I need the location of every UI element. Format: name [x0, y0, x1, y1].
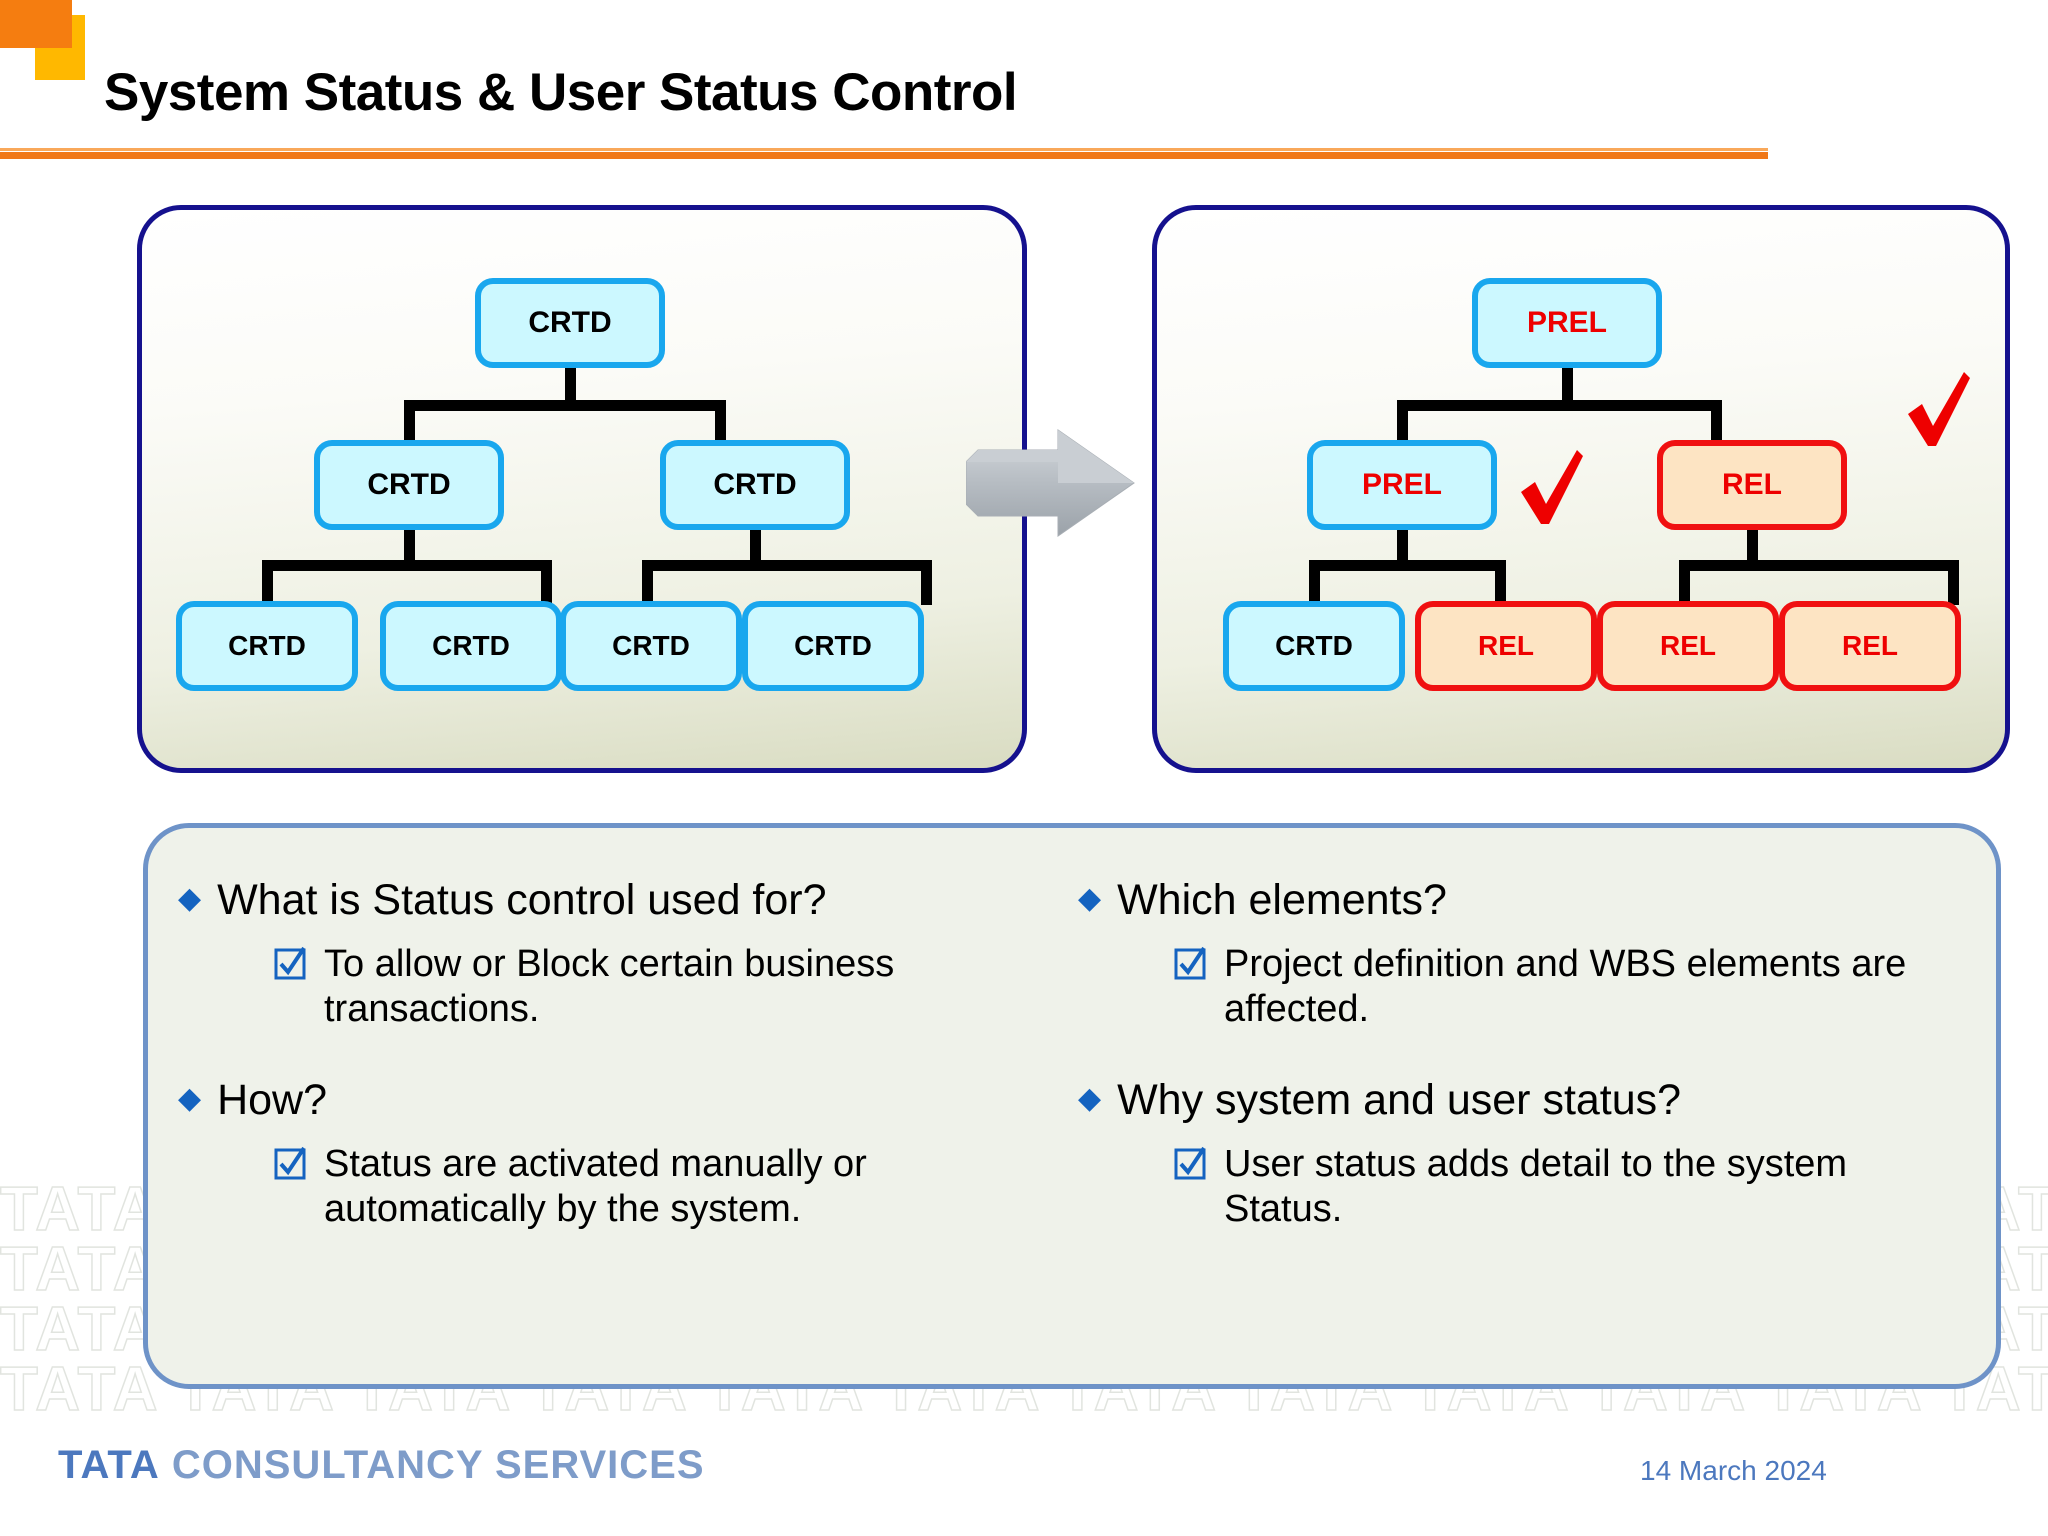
bullet-subitem: Project definition and WBS elements are …: [1174, 942, 1958, 1032]
bullet-heading-text: What is Status control used for?: [217, 876, 827, 924]
bullet-subitem-text: Project definition and WBS elements are …: [1224, 943, 1907, 1030]
content-block: ◆ How? Status are activated manually or …: [178, 1076, 1058, 1232]
bullet-subitem-text: To allow or Block certain business trans…: [324, 943, 895, 1030]
node-crtd-branch2[interactable]: CRTD: [660, 440, 850, 530]
connector-branch1-drop: [1397, 400, 1408, 444]
connector-root-stem: [1562, 368, 1573, 408]
connector-b1-child1-drop: [1309, 560, 1320, 605]
content-block: ◆ Which elements? Project definition and…: [1078, 876, 1958, 1032]
connector-b1-child2-drop: [541, 560, 552, 605]
content-block: ◆ Why system and user status? User statu…: [1078, 1076, 1958, 1232]
node-rel-leaf2[interactable]: REL: [1415, 601, 1597, 691]
node-crtd-leaf2[interactable]: CRTD: [380, 601, 562, 691]
bullet-subitem: User status adds detail to the system St…: [1174, 1142, 1958, 1232]
bullet-subitem: Status are activated manually or automat…: [274, 1142, 1058, 1232]
checkbox-check-icon: [274, 946, 308, 991]
node-crtd-leaf3[interactable]: CRTD: [560, 601, 742, 691]
connector-b1-bus: [262, 560, 552, 571]
connector-b1-stem: [1397, 530, 1408, 566]
connector-b2-child2-drop: [1948, 560, 1959, 605]
bullet-heading: ◆ Why system and user status?: [1078, 1076, 1958, 1124]
bullet-subitem-text: User status adds detail to the system St…: [1224, 1142, 1848, 1230]
node-crtd-branch1[interactable]: CRTD: [314, 440, 504, 530]
connector-b2-stem: [750, 530, 761, 566]
connector-b2-child1-drop: [1679, 560, 1690, 605]
connector-b2-bus: [1679, 560, 1959, 571]
connector-b1-child1-drop: [262, 560, 273, 605]
node-crtd-leaf1[interactable]: CRTD: [1223, 601, 1405, 691]
diamond-bullet-icon: ◆: [178, 882, 202, 915]
node-prel-root[interactable]: PREL: [1472, 278, 1662, 368]
title-underline-light: [0, 148, 1768, 151]
diagram-panel-before: CRTD CRTD CRTD CRTD CRTD CRTD CRTD: [137, 205, 1027, 773]
connector-root-stem: [565, 368, 576, 408]
tcs-logo-consultancy-services: CONSULTANCY SERVICES: [171, 1443, 705, 1487]
connector-b1-stem: [404, 530, 415, 566]
checkbox-check-icon: [1174, 946, 1208, 991]
corner-orange-square-decoration: [0, 0, 72, 48]
connector-branch2-drop: [715, 400, 726, 444]
right-block-arrow-icon: [965, 428, 1136, 538]
bullet-heading: ◆ How?: [178, 1076, 1058, 1124]
node-prel-branch1[interactable]: PREL: [1307, 440, 1497, 530]
page-title: System Status & User Status Control: [104, 63, 1018, 122]
tcs-logo-tata: TATA: [58, 1443, 160, 1487]
bullet-heading: ◆ What is Status control used for?: [178, 876, 1058, 924]
red-check-icon-rel-branch: [1902, 370, 1974, 457]
bullet-subitem-text: Status are activated manually or automat…: [324, 1142, 867, 1230]
connector-b1-child2-drop: [1495, 560, 1506, 605]
connector-root-bus: [1397, 400, 1722, 411]
bullet-content-panel: ◆ What is Status control used for? To al…: [143, 823, 2001, 1389]
red-check-icon-prel-branch: [1515, 448, 1587, 535]
node-crtd-root[interactable]: CRTD: [475, 278, 665, 368]
diamond-bullet-icon: ◆: [178, 1081, 202, 1115]
footer-date: 14 March 2024: [1640, 1455, 1827, 1486]
node-crtd-leaf1[interactable]: CRTD: [176, 601, 358, 691]
bullet-heading: ◆ Which elements?: [1078, 876, 1958, 924]
node-rel-leaf4[interactable]: REL: [1779, 601, 1961, 691]
connector-b1-bus: [1309, 560, 1506, 571]
bullet-heading-text: Which elements?: [1117, 876, 1447, 924]
bullet-subitem: To allow or Block certain business trans…: [274, 942, 1058, 1032]
diagram-panel-after: PREL PREL REL CRTD REL REL REL: [1152, 205, 2010, 773]
connector-b2-bus: [642, 560, 932, 571]
connector-b2-child1-drop: [642, 560, 653, 605]
node-crtd-leaf4[interactable]: CRTD: [742, 601, 924, 691]
checkbox-check-icon: [274, 1146, 308, 1191]
content-column-right: ◆ Which elements? Project definition and…: [1078, 876, 1958, 1276]
node-rel-leaf3[interactable]: REL: [1597, 601, 1779, 691]
content-column-left: ◆ What is Status control used for? To al…: [178, 876, 1058, 1276]
diamond-bullet-icon: ◆: [1078, 882, 1102, 915]
connector-branch1-drop: [404, 400, 415, 444]
connector-root-bus: [404, 400, 726, 411]
title-underline-rule: [0, 152, 1768, 159]
diamond-bullet-icon: ◆: [1078, 1081, 1102, 1115]
tcs-logo: TATA CONSULTANCY SERVICES: [58, 1443, 705, 1488]
node-rel-branch2[interactable]: REL: [1657, 440, 1847, 530]
checkbox-check-icon: [1174, 1146, 1208, 1191]
bullet-heading-text: How?: [217, 1075, 328, 1124]
connector-b2-stem: [1747, 530, 1758, 566]
bullet-heading-text: Why system and user status?: [1117, 1075, 1682, 1124]
content-block: ◆ What is Status control used for? To al…: [178, 876, 1058, 1032]
connector-b2-child2-drop: [921, 560, 932, 605]
connector-branch2-drop: [1711, 400, 1722, 444]
